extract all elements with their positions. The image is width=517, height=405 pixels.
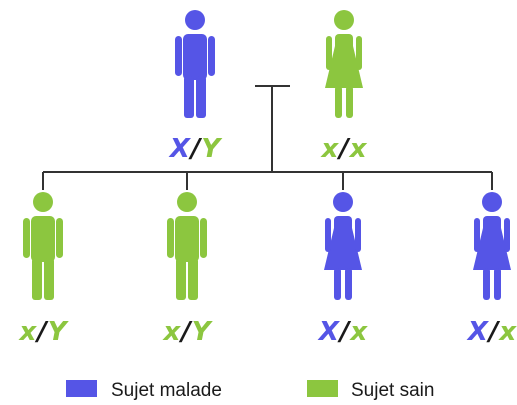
allele-1: X (168, 134, 192, 164)
allele-1: x (319, 134, 339, 164)
legend-affected-swatch (66, 380, 97, 397)
child-genotype-label: X/x (466, 317, 517, 347)
allele-1: x (17, 317, 37, 347)
parent-genotype-label: X/Y (168, 134, 224, 164)
legend-healthy-label: Sujet sain (351, 380, 434, 401)
child-genotype-label: x/Y (161, 317, 213, 347)
genotype-separator: / (336, 134, 351, 164)
pedigree-figures (23, 10, 511, 300)
allele-2: x (348, 317, 368, 347)
allele-2: x (497, 317, 517, 347)
allele-2: Y (201, 134, 223, 164)
child-female-figure-icon (473, 192, 511, 300)
allele-1: X (466, 317, 490, 347)
allele-1: x (161, 317, 181, 347)
parent-genotype-label: x/x (319, 134, 367, 164)
child-male-figure-icon (23, 192, 63, 300)
pedigree-lines (42, 85, 493, 190)
legend-affected-label: Sujet malade (111, 380, 222, 401)
allele-2: Y (192, 317, 214, 347)
genotype-separator: / (337, 317, 352, 347)
child-genotype-label: x/Y (17, 317, 69, 347)
parent-male-figure-icon (175, 10, 215, 118)
parent-female-figure-icon (325, 10, 363, 118)
legend-healthy-swatch (307, 380, 338, 397)
genotype-separator: / (34, 317, 49, 347)
allele-2: Y (48, 317, 70, 347)
genotype-separator: / (188, 134, 203, 164)
legend: Sujet malade Sujet sain (66, 380, 434, 401)
allele-1: X (317, 317, 341, 347)
genotype-separator: / (178, 317, 193, 347)
child-female-figure-icon (324, 192, 362, 300)
genotype-separator: / (486, 317, 501, 347)
child-genotype-label: X/x (317, 317, 369, 347)
child-male-figure-icon (167, 192, 207, 300)
allele-2: x (348, 134, 368, 164)
